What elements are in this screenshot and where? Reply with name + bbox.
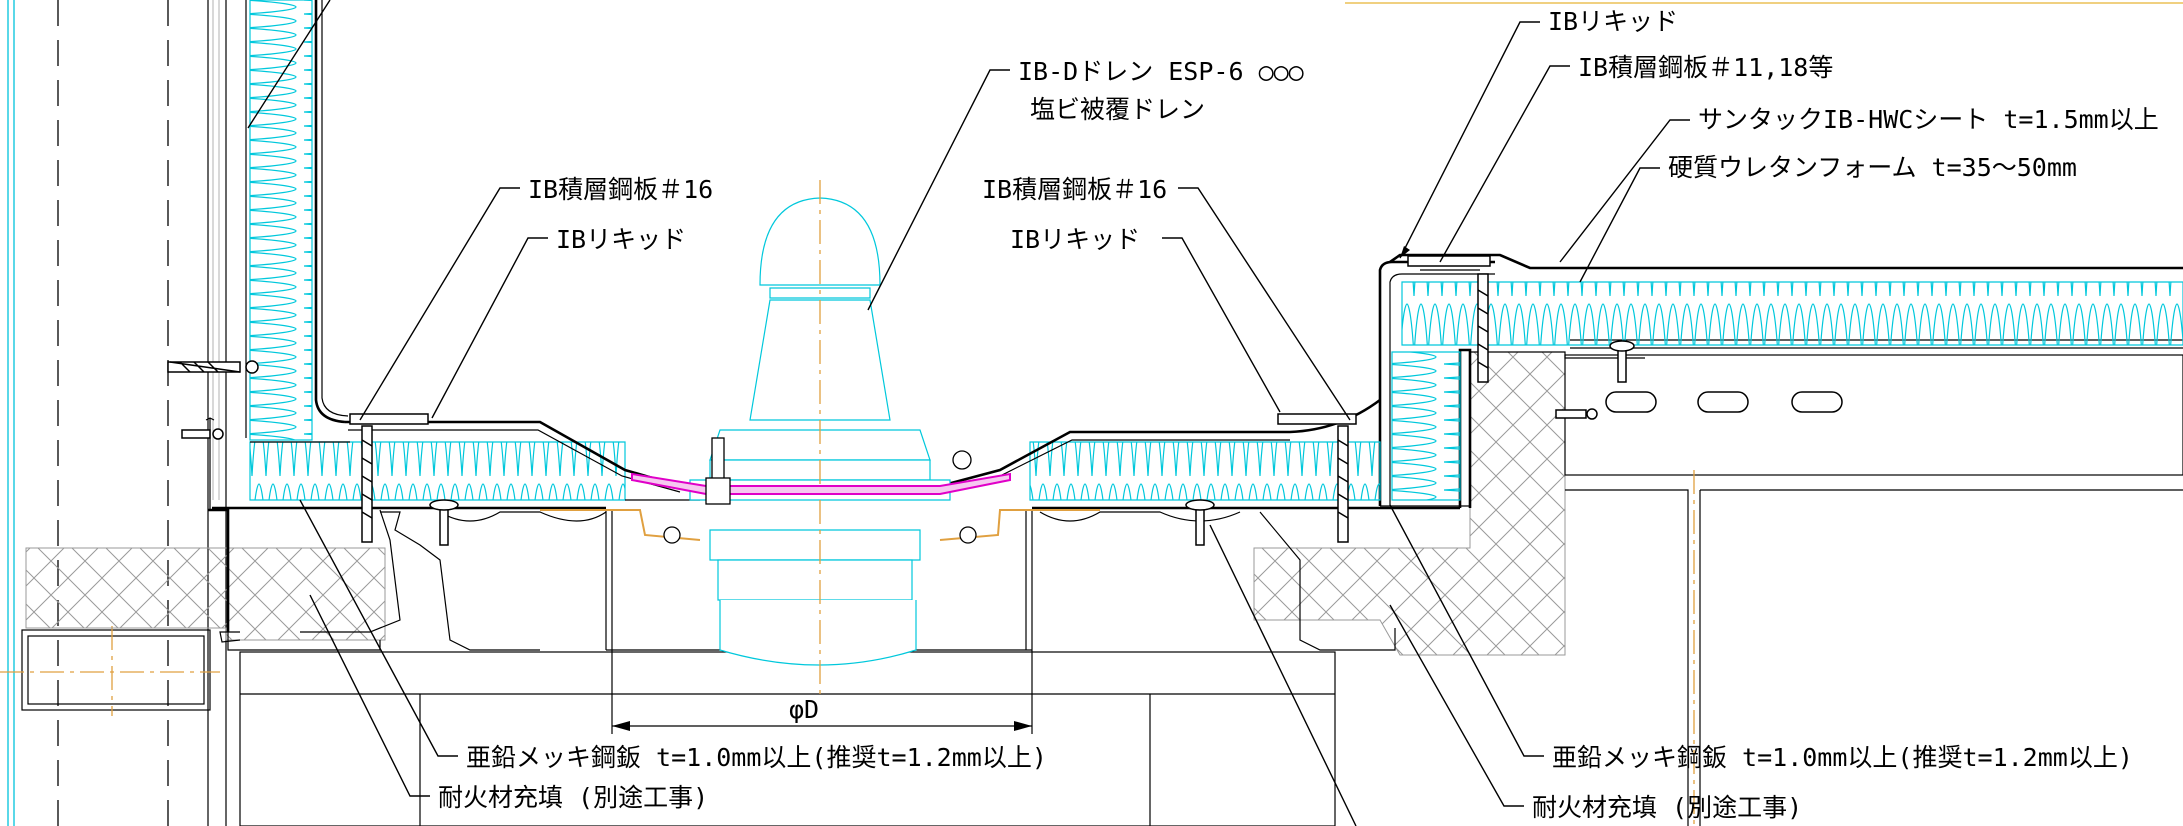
membrane-roof bbox=[1389, 253, 2183, 271]
label-suntack-sheet: サンタックIB-HWCシート t=1.5mm以上 bbox=[1698, 105, 2159, 134]
label-ib-liquid-top: IBリキッド bbox=[1548, 7, 1678, 36]
deck-structure bbox=[208, 260, 2183, 826]
label-ib-steel-16-right: IB積層鋼板＃16 bbox=[982, 175, 1167, 204]
diameter-label: φD bbox=[789, 695, 819, 724]
label-urethane-foam: 硬質ウレタンフォーム t=35～50mm bbox=[1668, 153, 2077, 182]
label-ib-steel-11-18: IB積層鋼板＃11,18等 bbox=[1578, 53, 1833, 82]
label-galv-left: 亜鉛メッキ鋼鈑 t=1.0mm以上(推奨t=1.2mm以上) bbox=[466, 743, 1047, 772]
label-ib-liquid-right: IBリキッド bbox=[1010, 225, 1140, 254]
left-column bbox=[0, 0, 349, 826]
label-fireproof-right: 耐火材充填 (別途工事) bbox=[1532, 793, 1802, 822]
label-drain-line1: IB-Dドレン ESP-6 ○○○ bbox=[1018, 57, 1304, 86]
diameter-dimension: φD bbox=[611, 650, 1033, 734]
label-ib-steel-16-left: IB積層鋼板＃16 bbox=[528, 175, 713, 204]
label-fireproof-left: 耐火材充填 (別途工事) bbox=[438, 783, 708, 812]
ib-steel-plates bbox=[349, 255, 1491, 425]
deck-screws bbox=[361, 273, 1635, 546]
label-drain-line2: 塩ビ被覆ドレン bbox=[1030, 95, 1205, 124]
label-ib-liquid-left: IBリキッド bbox=[556, 225, 686, 254]
drain-bolts bbox=[663, 437, 977, 544]
drain-body bbox=[689, 180, 951, 700]
insulation-boards bbox=[249, 281, 2183, 501]
callout-labels: IBリキッド IB積層鋼板＃11,18等 サンタックIB-HWCシート t=1.… bbox=[438, 7, 2159, 822]
fireproof-fill-left bbox=[25, 547, 386, 641]
deck-slots bbox=[1605, 391, 1843, 413]
leader-lines bbox=[247, 0, 1690, 826]
label-galv-right: 亜鉛メッキ鋼鈑 t=1.0mm以上(推奨t=1.2mm以上) bbox=[1552, 743, 2133, 772]
